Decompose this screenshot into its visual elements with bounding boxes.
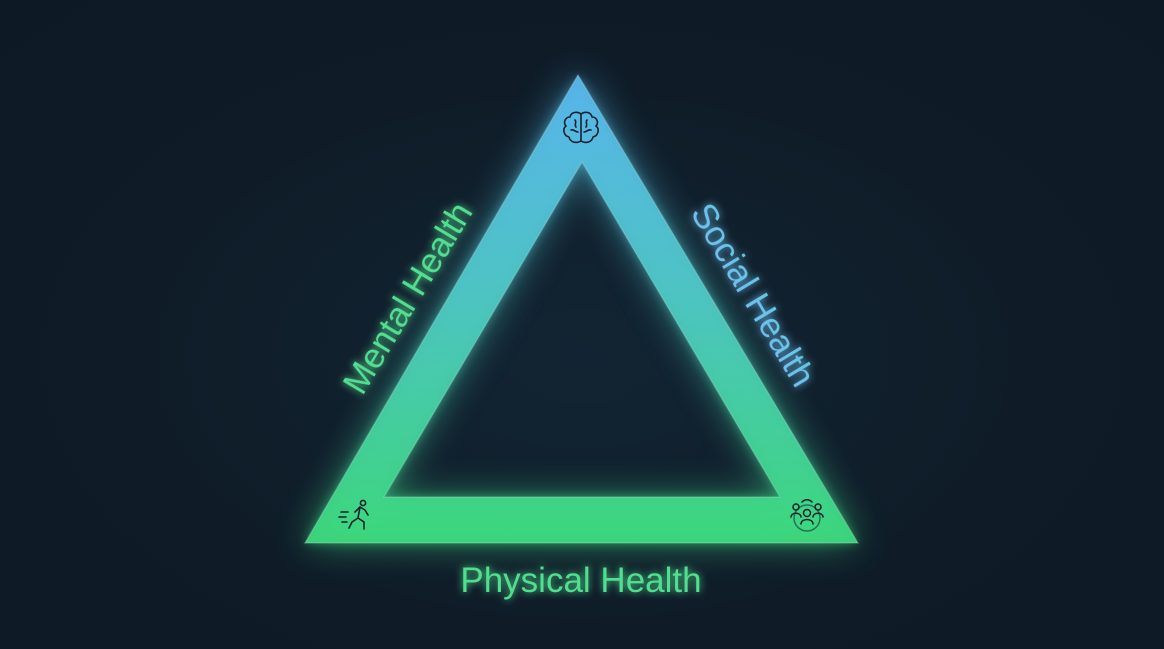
running-person-icon — [338, 499, 369, 530]
triangle-edge-highlight — [303, 73, 860, 544]
physical-health-label: Physical Health — [460, 561, 701, 600]
group-people-icon — [790, 499, 824, 532]
brain-icon — [563, 111, 599, 144]
triangle-frame — [305, 75, 858, 543]
